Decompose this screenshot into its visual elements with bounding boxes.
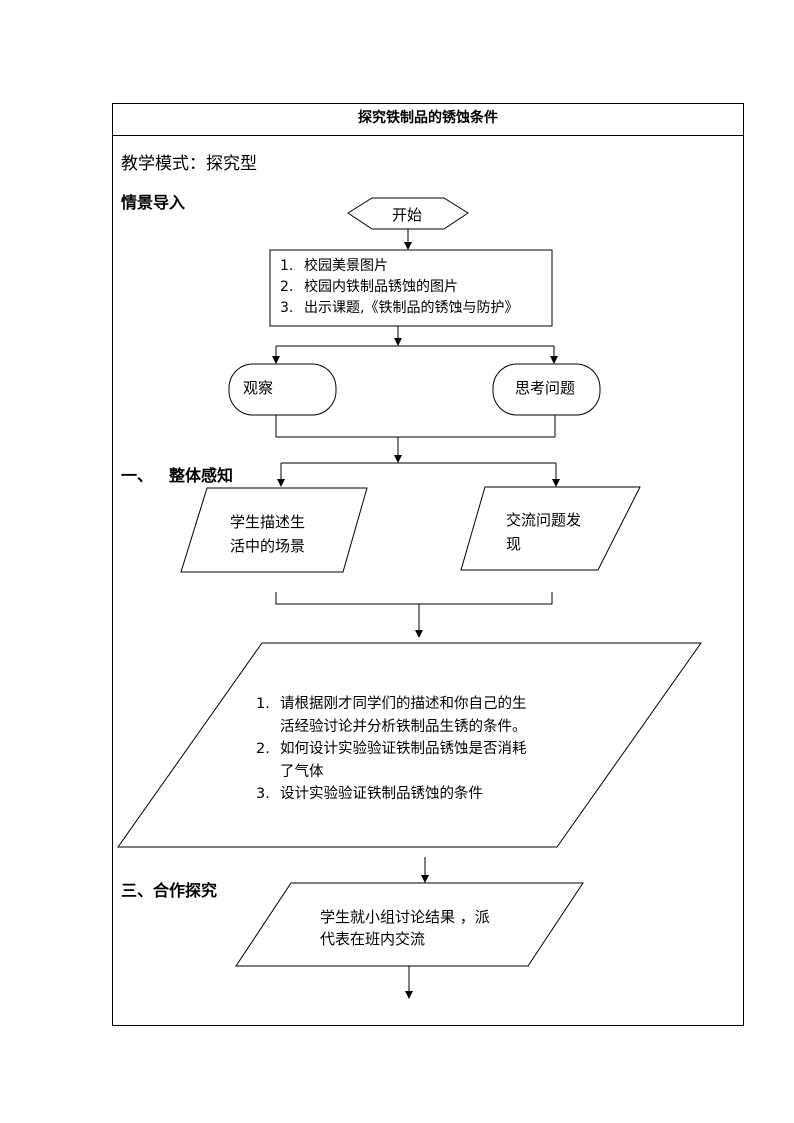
merge-bracket-2 bbox=[275, 592, 553, 605]
describe-label: 学生描述生活中的场景 bbox=[230, 513, 306, 555]
tasks-list: 1.请根据刚才同学们的描述和你自己的生 活经验讨论并分析铁制品生锈的条件。 2.… bbox=[256, 693, 527, 806]
list-item-cont: 活经验讨论并分析铁制品生锈的条件。 bbox=[280, 718, 527, 735]
section-overall-number: 一、 bbox=[121, 466, 154, 485]
section-cooperative-inquiry: 三、合作探究 bbox=[121, 881, 218, 900]
tasks-parallelogram bbox=[117, 642, 702, 848]
page-title: 探究铁制品的锈蚀条件 bbox=[358, 110, 498, 126]
intro-box bbox=[269, 249, 553, 327]
think-box bbox=[492, 363, 601, 416]
report-label: 学生就小组讨论结果 ，派代表在班内交流 bbox=[320, 908, 490, 948]
describe-parallelogram bbox=[180, 487, 368, 573]
report-parallelogram bbox=[235, 882, 584, 967]
table-header: 探究铁制品的锈蚀条件 bbox=[112, 103, 744, 136]
discover-parallelogram bbox=[460, 486, 641, 571]
think-label: 思考问题 bbox=[515, 379, 576, 397]
intro-list: 1.校园美景图片 2.校园内铁制品锈蚀的图片 3.出示课题,《铁制品的锈蚀与防护… bbox=[280, 256, 518, 319]
teaching-mode: 教学模式：探究型 bbox=[121, 154, 257, 174]
discover-label: 交流问题发现 bbox=[506, 511, 582, 553]
start-label: 开始 bbox=[392, 206, 423, 224]
section-scenario-intro: 情景导入 bbox=[121, 193, 186, 212]
list-item: 3.出示课题,《铁制品的锈蚀与防护》 bbox=[280, 300, 519, 316]
list-item: 2.校园内铁制品锈蚀的图片 bbox=[280, 279, 458, 295]
list-item: 2.如何设计实验验证铁制品锈蚀是否消耗 bbox=[256, 741, 527, 757]
list-item: 1.请根据刚才同学们的描述和你自己的生 bbox=[256, 696, 527, 712]
list-item-cont: 了气体 bbox=[280, 763, 324, 780]
list-item: 3.设计实验验证铁制品锈蚀的条件 bbox=[256, 786, 483, 802]
list-item: 1.校园美景图片 bbox=[280, 258, 388, 274]
section-overall-perception: 整体感知 bbox=[169, 466, 234, 485]
lesson-table bbox=[112, 103, 744, 1026]
observe-box bbox=[228, 363, 337, 416]
start-hexagon bbox=[347, 197, 469, 230]
observe-label: 观察 bbox=[243, 379, 274, 397]
